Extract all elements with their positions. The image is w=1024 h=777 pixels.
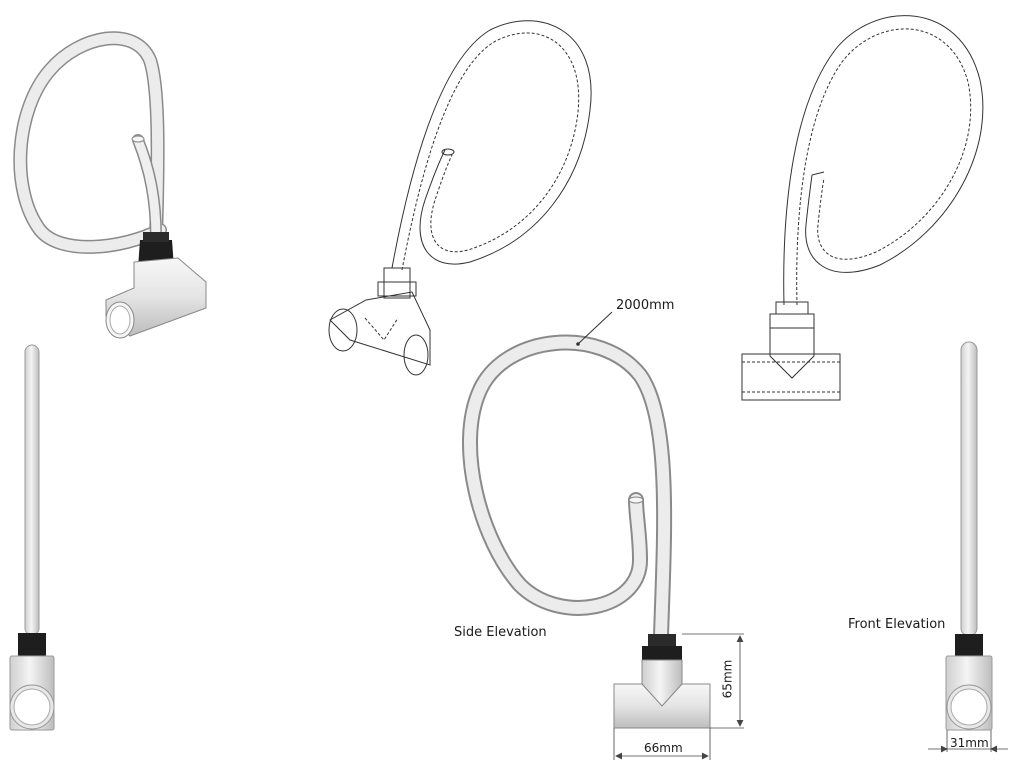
hose-loop-outline — [391, 20, 592, 269]
isometric-shaded-view — [13, 31, 207, 339]
height-dimension — [682, 633, 744, 729]
front-elevation-view — [928, 341, 1008, 753]
front-elevation-wireframe — [741, 15, 984, 401]
fitting-outline — [383, 267, 411, 299]
side-elevation-label: Side Elevation — [454, 625, 547, 640]
side-elevation-view — [462, 311, 744, 760]
width-dimension-label: 66mm — [644, 741, 683, 755]
length-leader — [577, 311, 613, 345]
diameter-dimension — [928, 730, 1008, 753]
hose-straight — [960, 341, 978, 637]
hose-straight — [24, 344, 40, 636]
hose-loop-outline — [783, 15, 984, 306]
width-dimension — [613, 728, 711, 760]
hose-loop — [462, 334, 673, 644]
fitting-nut — [955, 634, 983, 658]
height-dimension-label: 65mm — [720, 659, 735, 699]
nut-outline — [775, 301, 809, 315]
isometric-wireframe-view — [328, 20, 592, 376]
diameter-dimension-label: 31mm — [950, 736, 989, 750]
tee-outline — [329, 291, 431, 366]
tee-outline — [741, 353, 841, 401]
fitting-nut — [18, 633, 46, 657]
front-elevation-label: Front Elevation — [848, 617, 946, 632]
length-label: 2000mm — [616, 298, 675, 313]
left-elevation-view — [9, 344, 55, 731]
fitting-nut — [648, 634, 676, 646]
